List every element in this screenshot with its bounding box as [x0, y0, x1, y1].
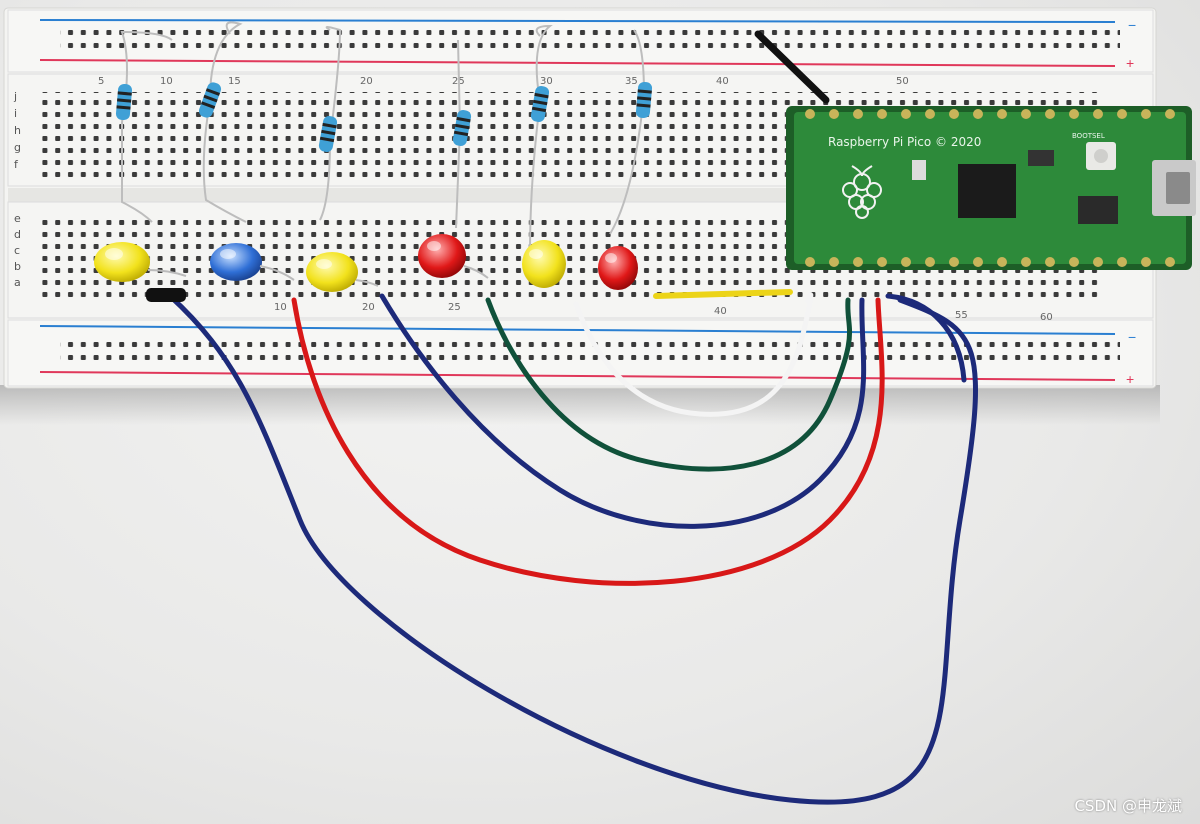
col-label-10: 10	[160, 76, 173, 87]
bottom-rail-minus-label: −	[1128, 329, 1136, 345]
bottom-rail-blue-line	[39, 325, 1116, 335]
row-label-d: d	[14, 228, 21, 241]
dark-green-wire	[485, 297, 853, 472]
row-label-e: e	[14, 212, 21, 225]
led-yellow-1	[94, 242, 187, 282]
col-label-10-lower: 10	[274, 302, 287, 313]
raspberry-pi-pico: Raspberry Pi Pico © 2020 BOOTSEL	[786, 106, 1196, 270]
col-label-40: 40	[716, 76, 729, 87]
col-label-20-lower: 20	[362, 302, 375, 313]
col-label-15: 15	[228, 76, 241, 87]
led-yellow-3	[522, 240, 566, 288]
col-label-35: 35	[625, 76, 638, 87]
led-blue	[210, 243, 295, 281]
row-label-f: f	[14, 158, 19, 171]
bootsel-label: BOOTSEL	[1072, 132, 1105, 140]
row-label-c: c	[14, 244, 20, 257]
col-label-50: 50	[896, 76, 909, 87]
row-label-j: j	[13, 90, 17, 103]
leds	[94, 234, 638, 292]
jumper-wires	[167, 292, 978, 805]
yellow-jumper-wire	[653, 289, 793, 299]
col-label-55-lower: 55	[955, 310, 968, 321]
breadboard-shadow	[0, 385, 1160, 425]
rp2040-chip	[958, 164, 1016, 218]
led-red-2	[598, 246, 638, 290]
small-chip	[1028, 150, 1054, 166]
top-rail-red-line	[39, 59, 1116, 67]
red-wire	[291, 297, 885, 586]
raspberry-logo-icon	[842, 165, 882, 219]
crystal	[912, 160, 926, 180]
col-label-60-lower: 60	[1040, 312, 1053, 323]
col-label-25-lower: 25	[448, 302, 461, 313]
top-rail-blue-line	[39, 19, 1116, 23]
bottom-rail-red-line	[39, 371, 1116, 381]
row-label-h: h	[14, 124, 21, 137]
resistors	[115, 81, 653, 152]
row-label-i: i	[14, 107, 17, 120]
row-label-g: g	[14, 141, 21, 154]
row-label-b: b	[14, 260, 21, 273]
col-label-5: 5	[98, 76, 104, 87]
col-label-20: 20	[360, 76, 373, 87]
black-wire-plug	[146, 288, 186, 302]
navy-wire-short	[379, 293, 867, 529]
black-jumper-wire	[754, 30, 830, 104]
row-label-a: a	[14, 276, 21, 289]
watermark: CSDN @申龙斌	[1074, 797, 1182, 815]
led-red-1	[418, 234, 489, 279]
top-rail-minus-label: −	[1128, 17, 1136, 33]
regulator-chip	[1078, 196, 1118, 224]
col-label-30: 30	[540, 76, 553, 87]
led-yellow-2	[306, 252, 379, 292]
pico-silkscreen: Raspberry Pi Pico © 2020	[828, 135, 981, 149]
col-label-40-lower: 40	[714, 306, 727, 317]
bottom-rail-plus-label: +	[1126, 371, 1134, 387]
top-rail-plus-label: +	[1126, 55, 1134, 71]
navy-wire-long	[167, 293, 978, 805]
white-wire	[573, 292, 814, 417]
navy-wire-end	[885, 293, 967, 383]
